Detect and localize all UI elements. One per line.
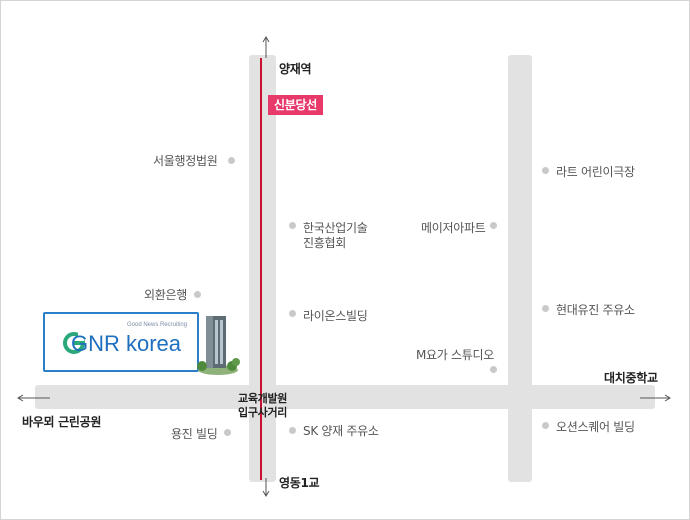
landmark-m-studio: M요가 스튜디오 — [416, 348, 495, 362]
landmark-sk-gas: SK 양재 주유소 — [303, 424, 379, 438]
station-badge: 신분당선 — [268, 95, 323, 115]
label-north: 양재역 — [279, 62, 312, 76]
marker-dot — [542, 305, 549, 312]
marker-dot — [224, 429, 231, 436]
company-logo-text: GNR korea — [71, 331, 182, 356]
marker-dot — [289, 222, 296, 229]
logo-g-icon — [63, 332, 85, 354]
landmark-lions-bldg: 라이온스빌딩 — [303, 309, 368, 323]
marker-dot — [289, 310, 296, 317]
label-south: 영동1교 — [279, 476, 320, 490]
building-icon — [197, 316, 240, 375]
marker-dot — [542, 167, 549, 174]
road-horizontal — [35, 385, 655, 409]
landmark-seoul-admin-court: 서울행정법원 — [153, 154, 218, 168]
landmark-kita-line2: 진흥협회 — [303, 236, 346, 250]
landmark-yongjin-bldg: 용진 빌딩 — [171, 427, 218, 441]
landmark-ocean-bldg: 오션스퀘어 빌딩 — [556, 420, 635, 434]
intersection-line1: 교육개발원 — [238, 392, 288, 405]
subway-line — [260, 58, 262, 480]
marker-dot — [228, 157, 235, 164]
landmark-exchange-bank: 외환은행 — [144, 288, 187, 302]
marker-dot — [490, 366, 497, 373]
intersection-line2: 입구사거리 — [238, 406, 288, 419]
company-logo-tagline: Good News Recruiting — [127, 322, 188, 328]
road-vertical-left — [249, 55, 276, 482]
landmark-major-apt: 메이저아파트 — [421, 221, 486, 235]
marker-dot — [289, 427, 296, 434]
label-east: 대치중학교 — [604, 371, 658, 385]
marker-dot — [490, 222, 497, 229]
company-logo-box: GNR korea Good News Recruiting — [43, 312, 199, 372]
landmark-rat-theater: 라트 어린이극장 — [556, 165, 635, 179]
landmark-kita-line1: 한국산업기술 — [303, 221, 368, 235]
landmark-hyundai-gas: 현대유진 주유소 — [556, 303, 635, 317]
label-west: 바우뫼 근린공원 — [22, 415, 102, 429]
marker-dot — [194, 291, 201, 298]
marker-dot — [542, 422, 549, 429]
road-vertical-right — [508, 55, 532, 482]
